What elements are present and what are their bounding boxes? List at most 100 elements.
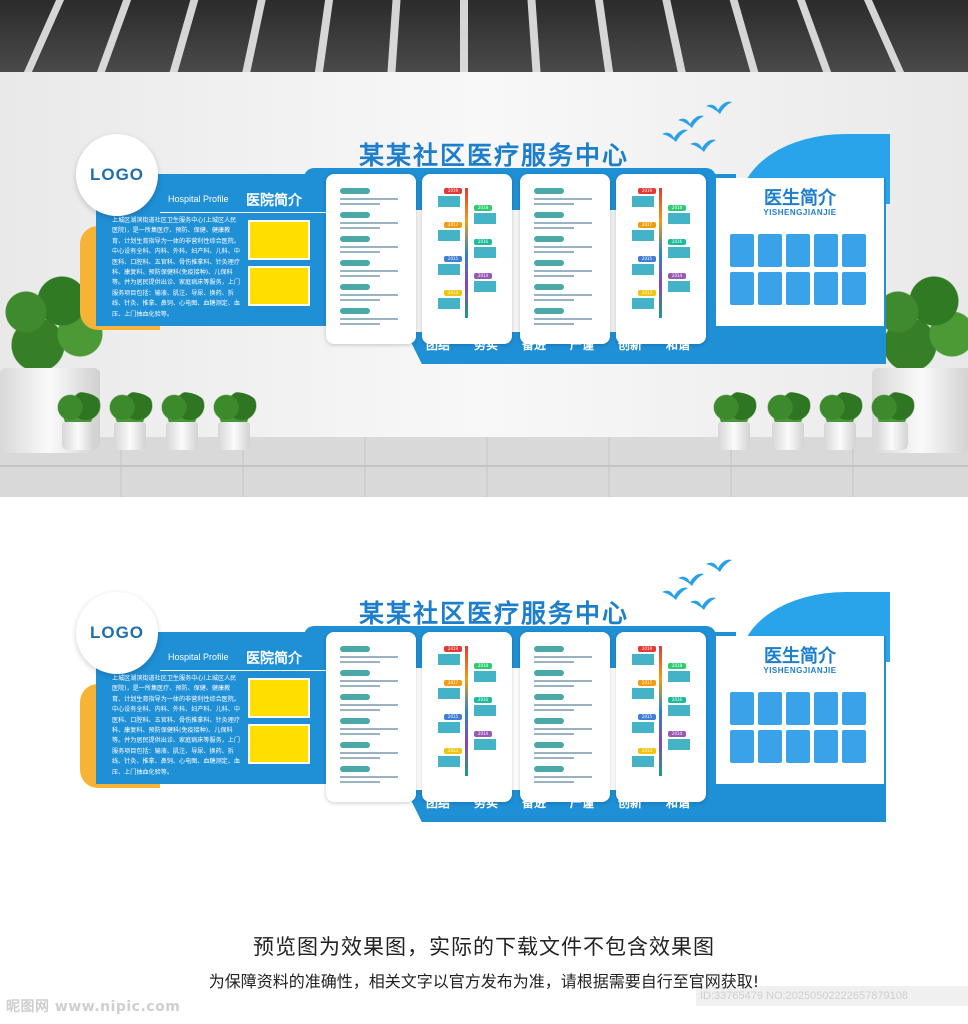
timeline-year: 2015 <box>638 256 656 262</box>
timeline-photo <box>632 688 654 699</box>
timeline-year: 2019 <box>444 646 462 652</box>
panel-tag <box>340 284 370 290</box>
panel-text-line <box>340 680 398 682</box>
timeline-year: 2014 <box>474 731 492 737</box>
profile-title-en: Hospital Profile <box>168 194 229 204</box>
accuracy-notice: 为保障资料的准确性，相关文字以官方发布为准，请根据需要自行至官网获取! <box>208 972 760 991</box>
panel-text-line <box>534 728 592 730</box>
timeline-year: 2013 <box>444 748 462 754</box>
panel-text-line <box>534 752 592 754</box>
panel-tag <box>340 308 370 314</box>
panel-text-line <box>340 728 398 730</box>
photo-placeholder <box>248 678 310 718</box>
timeline-photo <box>474 213 496 224</box>
timeline-year: 2015 <box>444 714 462 720</box>
timeline-photo <box>668 671 690 682</box>
timeline-line <box>465 188 468 318</box>
panel-text-line <box>340 709 380 711</box>
doctor-card <box>758 692 782 725</box>
doctor-profile-panel: 医生简介 YISHENGJIANJIE <box>716 178 884 326</box>
timeline-photo <box>438 230 460 241</box>
doctor-card <box>786 272 810 305</box>
small-plant <box>156 392 208 452</box>
panel-text-line <box>534 680 592 682</box>
panel-text-line <box>534 709 574 711</box>
timeline-photo <box>632 654 654 665</box>
timeline-year: 2016 <box>474 697 492 703</box>
profile-title-cn: 医院简介 <box>246 651 302 667</box>
timeline-photo <box>668 213 690 224</box>
panel-tag <box>534 308 564 314</box>
honor-panel-1 <box>326 632 416 802</box>
timeline-photo <box>438 722 460 733</box>
panel-tag <box>340 718 370 724</box>
panel-text-line <box>340 323 380 325</box>
timeline-photo <box>668 281 690 292</box>
photo-placeholder <box>248 220 310 260</box>
room-scene: LOGO 某某社区医疗服务中心 Hospital Profile 医院简介 上城… <box>0 0 968 497</box>
timeline-year: 2014 <box>668 273 686 279</box>
motto-word: 创新 <box>618 796 643 810</box>
timeline-photo <box>474 705 496 716</box>
motto-word: 和谐 <box>666 338 691 352</box>
doctor-card <box>814 692 838 725</box>
timeline-year: 2013 <box>444 290 462 296</box>
small-plant <box>762 392 814 452</box>
panel-tag <box>340 188 370 194</box>
panel-text-line <box>340 294 398 296</box>
panel-text-line <box>340 203 380 205</box>
panel-text-line <box>534 656 592 658</box>
timeline-photo <box>632 264 654 275</box>
timeline-year: 2016 <box>668 239 686 245</box>
doctor-card <box>786 692 810 725</box>
timeline-photo <box>474 739 496 750</box>
panel-text-line <box>534 198 592 200</box>
timeline-year: 2016 <box>668 697 686 703</box>
panel-text-line <box>340 776 398 778</box>
panel-text-line <box>340 656 398 658</box>
motto-word: 严谨 <box>570 338 595 352</box>
panel-text-line <box>534 704 592 706</box>
timeline-photo <box>632 196 654 207</box>
culture-wall-board-flat: LOGO 某某社区医疗服务中心 Hospital Profile 医院简介 上城… <box>76 559 896 842</box>
panel-tag <box>534 742 564 748</box>
panel-text-line <box>340 752 398 754</box>
timeline-year: 2019 <box>638 188 656 194</box>
panel-tag <box>534 646 564 652</box>
timeline-photo <box>632 298 654 309</box>
culture-wall-board-scene: LOGO 某某社区医疗服务中心 Hospital Profile 医院简介 上城… <box>76 101 896 384</box>
panel-text-line <box>340 299 380 301</box>
doctor-card <box>758 272 782 305</box>
board-title: 某某社区医疗服务中心 <box>358 599 629 628</box>
panel-tag <box>534 766 564 772</box>
panel-text-line <box>534 685 574 687</box>
profile-body-text: 上城区湖滨街道社区卫生服务中心(上城区人民医院)，是一所集医疗、预防、保健、健康… <box>112 217 240 318</box>
doctor-section-title: 医生简介 <box>764 646 836 667</box>
panel-text-line <box>534 323 574 325</box>
timeline-year: 2019 <box>444 188 462 194</box>
panel-text-line <box>340 270 398 272</box>
timeline-photo <box>474 281 496 292</box>
bird-icon <box>706 101 732 114</box>
panel-tag <box>340 742 370 748</box>
timeline-photo <box>438 654 460 665</box>
panel-tag <box>534 284 564 290</box>
timeline-line <box>659 188 662 318</box>
doctor-card <box>730 234 754 267</box>
doctor-card <box>758 730 782 763</box>
panel-tag <box>534 188 564 194</box>
small-plant <box>866 392 918 452</box>
panel-tag <box>340 694 370 700</box>
panel-text-line <box>534 246 592 248</box>
timeline-photo <box>668 705 690 716</box>
panel-tag <box>534 718 564 724</box>
motto-word: 创新 <box>618 338 643 352</box>
doctor-card <box>730 692 754 725</box>
panel-tag <box>534 670 564 676</box>
motto-word: 务实 <box>474 796 499 810</box>
panel-tag <box>340 260 370 266</box>
panel-text-line <box>340 704 398 706</box>
panel-text-line <box>534 227 574 229</box>
timeline-photo <box>632 230 654 241</box>
